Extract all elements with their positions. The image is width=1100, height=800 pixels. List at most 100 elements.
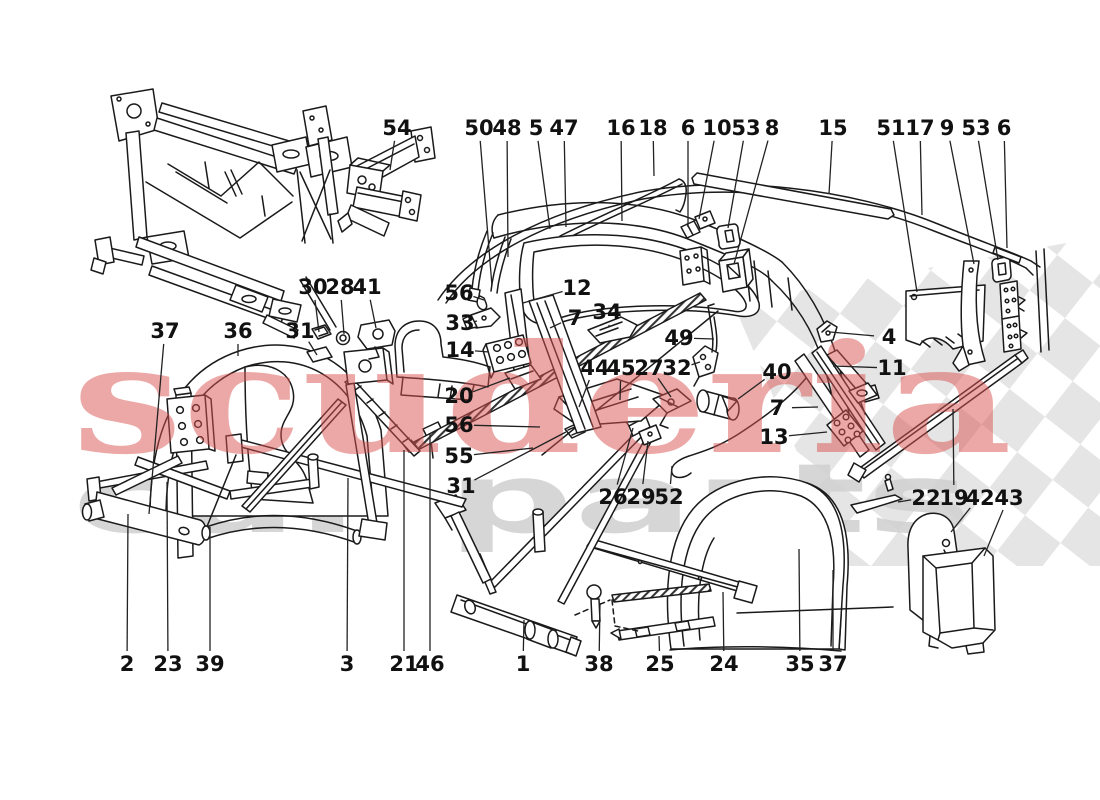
strut-assembly (422, 404, 662, 657)
callout-number-2: 2 (120, 652, 135, 676)
rocker-sill-panel (847, 349, 1029, 514)
callout-number-7: 7 (770, 396, 785, 420)
callout-number-22: 22 (911, 486, 940, 510)
callout-number-3: 3 (340, 652, 355, 676)
callout-leader-56 (473, 295, 485, 301)
callout-number-16: 16 (606, 116, 635, 140)
callout-leader-23 (166, 481, 169, 652)
callout-number-4: 4 (882, 325, 897, 349)
callout-leader-53 (727, 140, 744, 229)
callout-leader-42 (950, 507, 971, 533)
callout-number-9: 9 (940, 116, 955, 140)
callout-leader-29 (642, 440, 649, 485)
callout-leader-31 (308, 341, 318, 356)
callout-number-18: 18 (638, 116, 667, 140)
callout-number-40: 40 (762, 360, 791, 384)
callout-leader-51 (892, 140, 918, 293)
callout-number-47: 47 (549, 116, 578, 140)
callout-number-56: 56 (444, 281, 473, 305)
callout-number-20: 20 (444, 384, 473, 408)
callout-number-24: 24 (709, 652, 738, 676)
callout-leader-50 (479, 140, 493, 287)
callout-number-37: 37 (150, 319, 179, 343)
callout-number-43: 43 (994, 486, 1023, 510)
callout-number-7: 7 (568, 306, 583, 330)
callout-number-55: 55 (444, 444, 473, 468)
transfer-line (736, 606, 894, 614)
callout-leader-27 (657, 377, 672, 398)
frame-extension-beam (337, 126, 436, 237)
callout-number-53: 53 (961, 116, 990, 140)
callout-leader-6 (1003, 140, 1008, 249)
left-wheel-arch-frame (81, 319, 467, 559)
callout-leader-1 (522, 619, 525, 652)
callout-leader-18 (652, 140, 655, 177)
callout-leader-4 (829, 331, 875, 337)
callout-number-27: 27 (634, 356, 663, 380)
callout-leader-15 (828, 140, 833, 195)
callout-leader-24 (722, 591, 725, 652)
callout-leader-54 (389, 140, 396, 171)
callout-number-25: 25 (645, 652, 674, 676)
callout-leader-45 (619, 380, 622, 401)
callout-leader-17 (919, 140, 923, 216)
brand-watermark: scuderia (72, 312, 1012, 488)
callout-number-31: 31 (446, 474, 475, 498)
callout-leader-37 (148, 343, 165, 515)
callout-leader-7 (791, 406, 819, 409)
callout-number-48: 48 (492, 116, 521, 140)
callout-number-6: 6 (681, 116, 696, 140)
callout-number-8: 8 (765, 116, 780, 140)
callout-leader-16 (620, 140, 623, 222)
sill-strips-right (794, 345, 886, 458)
callout-number-31: 31 (285, 319, 314, 343)
callout-leader-5 (537, 140, 551, 230)
callout-number-29: 29 (626, 485, 655, 509)
callout-leader-53 (977, 140, 999, 261)
sill-rails-bottom (574, 538, 758, 641)
callout-number-44: 44 (580, 356, 609, 380)
callout-number-53: 53 (731, 116, 760, 140)
callout-leader-26 (616, 427, 634, 485)
callout-leader-41 (369, 299, 377, 329)
callout-number-38: 38 (584, 652, 613, 676)
callout-number-15: 15 (818, 116, 847, 140)
callout-leader-35 (798, 548, 801, 652)
right-quarter-panel (816, 246, 1050, 372)
callout-leader-3 (346, 477, 349, 652)
callout-number-26: 26 (598, 485, 627, 509)
callout-leader-13 (788, 431, 828, 437)
callout-number-42: 42 (965, 486, 994, 510)
callout-number-17: 17 (905, 116, 934, 140)
callout-number-46: 46 (415, 652, 444, 676)
callout-number-12: 12 (562, 276, 591, 300)
callout-leader-40 (737, 378, 766, 400)
callout-number-13: 13 (759, 425, 788, 449)
callout-number-35: 35 (785, 652, 814, 676)
callout-leader-11 (832, 365, 878, 369)
callout-leader-30 (314, 299, 320, 333)
callout-leader-32 (691, 361, 701, 366)
callout-number-11: 11 (877, 356, 906, 380)
callout-leader-44 (578, 379, 590, 408)
callout-number-30: 30 (298, 275, 327, 299)
callout-leader-55 (473, 447, 534, 456)
callout-number-32: 32 (662, 356, 691, 380)
callout-leader-19 (952, 408, 955, 486)
callout-leader-8 (733, 140, 769, 265)
callout-leader-2 (126, 513, 129, 652)
callout-leader-14 (474, 350, 490, 353)
callout-number-56: 56 (444, 413, 473, 437)
callout-leader-38 (598, 602, 601, 652)
callout-number-45: 45 (606, 356, 635, 380)
line-art-layer (81, 88, 1050, 657)
callout-number-34: 34 (592, 300, 621, 324)
callout-number-14: 14 (445, 338, 474, 362)
callout-number-54: 54 (382, 116, 411, 140)
callout-leader-43 (983, 509, 1004, 557)
callout-number-50: 50 (464, 116, 493, 140)
callout-number-39: 39 (195, 652, 224, 676)
